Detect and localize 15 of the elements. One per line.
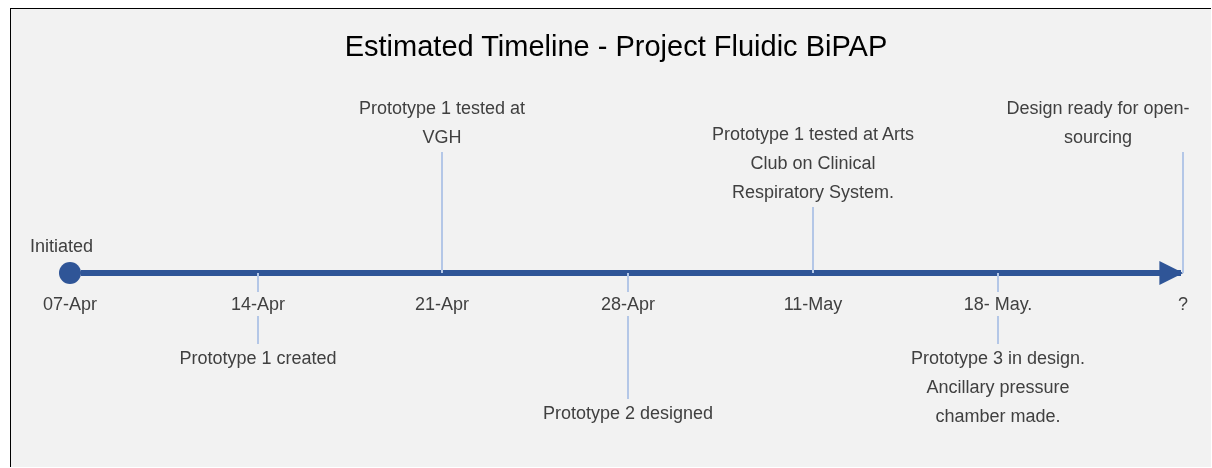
timeline-arrow [81,261,1184,285]
date-label: 14-Apr [230,292,286,316]
milestone-text: Prototype 2 designed [508,399,748,428]
milestone-text: Prototype 1 created [148,344,368,373]
date-label: 28-Apr [600,292,656,316]
leader-line [812,206,814,274]
milestone-text: Design ready for open-sourcing [984,94,1212,152]
milestone-text: Prototype 1 tested at Arts Club on Clinical Respiratory System. [708,120,918,207]
title: Estimated Timeline - Project Fluidic BiPAP [344,30,888,62]
leader-line [441,151,443,274]
date-label: 18- May. [962,292,1034,316]
leader-line [1182,151,1184,274]
milestone-label: Initiated [30,236,94,257]
milestone-text: Prototype 3 in design. Ancillary pressure chamber made. [893,344,1103,431]
milestone-text: Prototype 1 tested at VGH [342,94,542,152]
